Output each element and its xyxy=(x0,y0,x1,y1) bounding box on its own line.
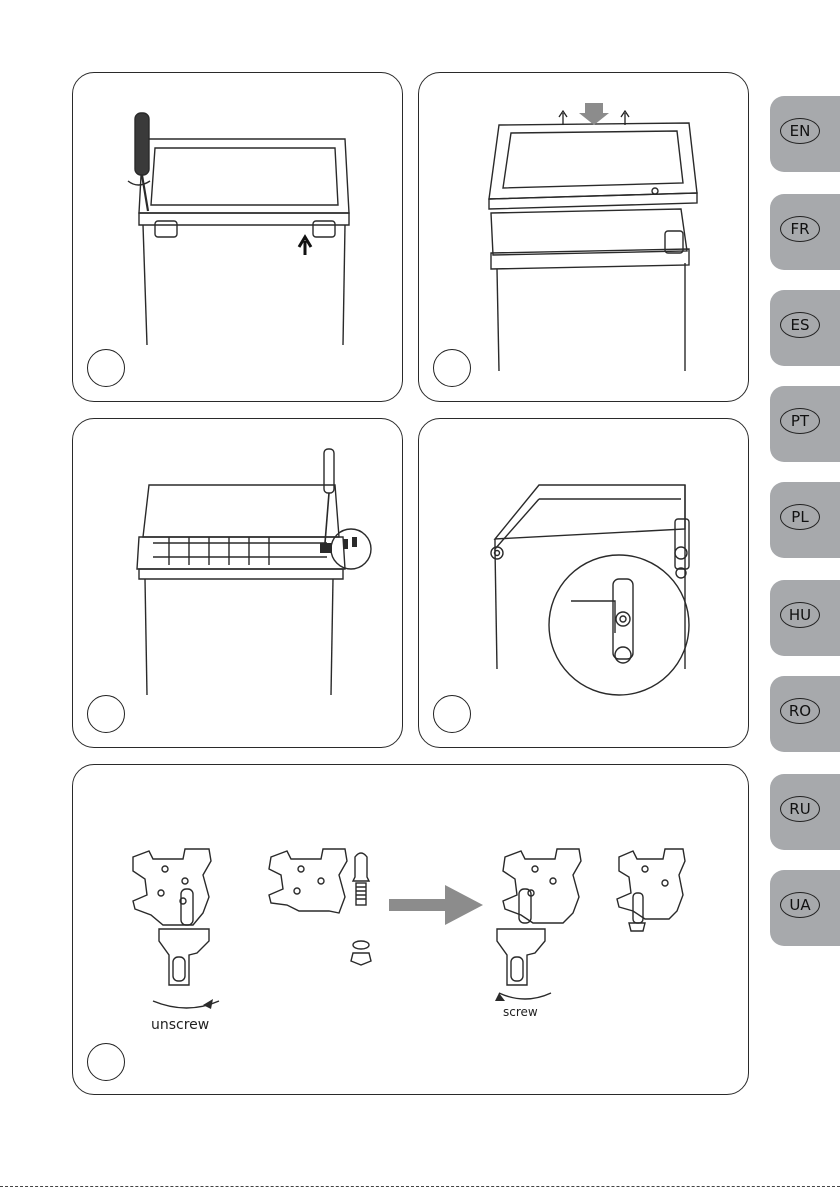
language-code: EN xyxy=(780,118,820,144)
step-number-circle xyxy=(87,349,125,387)
step-panel-1 xyxy=(72,72,403,402)
language-tab-ru[interactable]: RU xyxy=(770,774,840,850)
language-tab-en[interactable]: EN xyxy=(770,96,840,172)
language-code: FR xyxy=(780,216,820,242)
step-panel-3 xyxy=(72,418,403,748)
language-code: UA xyxy=(780,892,820,918)
step-number-circle xyxy=(87,1043,125,1081)
screw-label: screw xyxy=(503,1005,538,1019)
step-number-circle xyxy=(433,695,471,733)
step-number-circle xyxy=(87,695,125,733)
language-code: PT xyxy=(780,408,820,434)
language-code: ES xyxy=(780,312,820,338)
step-panel-2 xyxy=(418,72,749,402)
illustration-swap-hinge-pin xyxy=(73,765,749,1095)
language-tab-pt[interactable]: PT xyxy=(770,386,840,462)
illustration-remove-hinge xyxy=(73,419,403,748)
page-bottom-dashed-line xyxy=(0,1186,840,1187)
unscrew-label: unscrew xyxy=(151,1017,209,1033)
illustration-lift-top-cover xyxy=(419,73,749,402)
language-tab-ua[interactable]: UA xyxy=(770,870,840,946)
step-panel-5: unscrew screw xyxy=(72,764,749,1095)
language-code: RO xyxy=(780,698,820,724)
language-tab-hu[interactable]: HU xyxy=(770,580,840,656)
language-code: PL xyxy=(780,504,820,530)
language-code: HU xyxy=(780,602,820,628)
step-panel-4 xyxy=(418,418,749,748)
illustration-reattach-hinge-other-side xyxy=(419,419,749,748)
language-tab-ro[interactable]: RO xyxy=(770,676,840,752)
language-tab-es[interactable]: ES xyxy=(770,290,840,366)
language-tab-pl[interactable]: PL xyxy=(770,482,840,558)
language-tab-fr[interactable]: FR xyxy=(770,194,840,270)
illustration-remove-top-screws xyxy=(73,73,403,402)
language-code: RU xyxy=(780,796,820,822)
step-number-circle xyxy=(433,349,471,387)
